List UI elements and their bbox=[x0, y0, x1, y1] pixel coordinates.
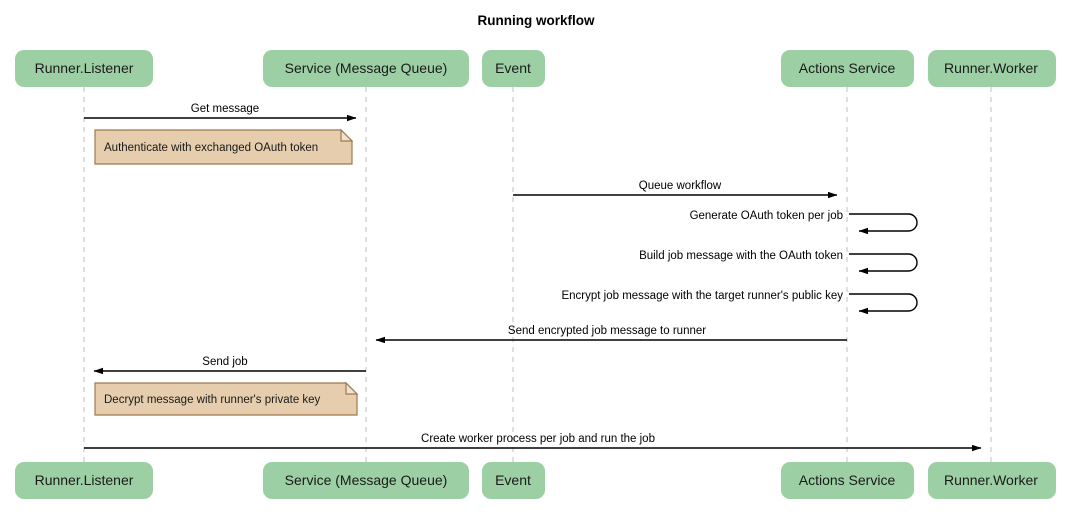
note-decrypt-message-with-runners-private-key: Decrypt message with runner's private ke… bbox=[94, 381, 359, 416]
participant-box-service-message-queue bbox=[263, 50, 469, 87]
participant-box-event bbox=[482, 50, 545, 87]
message-label-send-job: Send job bbox=[202, 356, 247, 368]
participant-box-event bbox=[482, 462, 545, 499]
message-label-send-encrypted-job-message-to-runner: Send encrypted job message to runner bbox=[508, 325, 706, 337]
participant-label-event: Event bbox=[495, 60, 531, 76]
lifelines-layer bbox=[83, 87, 992, 462]
participant-label-event: Event bbox=[495, 472, 531, 488]
message-queue-workflow: Queue workflow bbox=[513, 180, 838, 199]
note-label-decrypt-message-with-runners-private-key: Decrypt message with runner's private ke… bbox=[104, 394, 321, 406]
message-arrow-encrypt-job-message-with-the-target-runners-public-key bbox=[849, 293, 918, 315]
participant-box-runner-worker bbox=[928, 462, 1056, 499]
message-arrow-generate-oauth-token-per-job bbox=[849, 213, 918, 235]
message-send-encrypted-job-message-to-runner: Send encrypted job message to runner bbox=[375, 325, 847, 344]
participant-footer-actions-service: Actions Service bbox=[781, 462, 914, 499]
message-label-build-job-message-with-the-oauth-token: Build job message with the OAuth token bbox=[639, 250, 843, 262]
message-label-create-worker-process-per-job-and-run-the-job: Create worker process per job and run th… bbox=[421, 433, 655, 445]
participant-footer-runner-listener: Runner.Listener bbox=[15, 462, 153, 499]
participant-label-actions-service: Actions Service bbox=[799, 472, 896, 488]
participant-box-runner-listener bbox=[15, 462, 153, 499]
participant-box-actions-service bbox=[781, 50, 914, 87]
participant-footer-service-message-queue: Service (Message Queue) bbox=[263, 462, 469, 499]
message-label-encrypt-job-message-with-the-target-runners-public-key: Encrypt job message with the target runn… bbox=[561, 290, 843, 302]
note-body-authenticate-with-exchanged-oauth-token bbox=[94, 129, 353, 165]
message-get-message: Get message bbox=[84, 103, 357, 122]
participant-box-runner-worker bbox=[928, 50, 1056, 87]
participants-footer-layer: Runner.Listener Service (Message Queue) Ev… bbox=[15, 462, 1056, 499]
message-send-job: Send job bbox=[93, 356, 366, 375]
notes-layer: Authenticate with exchanged OAuth tokenD… bbox=[94, 128, 359, 416]
participant-header-service-message-queue: Service (Message Queue) bbox=[263, 50, 469, 87]
participant-header-runner-listener: Runner.Listener bbox=[15, 50, 153, 87]
participant-box-actions-service bbox=[781, 462, 914, 499]
note-label-authenticate-with-exchanged-oauth-token: Authenticate with exchanged OAuth token bbox=[104, 142, 318, 154]
message-arrow-build-job-message-with-the-oauth-token bbox=[849, 253, 918, 275]
note-body-decrypt-message-with-runners-private-key bbox=[94, 382, 358, 416]
participant-header-actions-service: Actions Service bbox=[781, 50, 914, 87]
participants-header-layer: Runner.Listener Service (Message Queue) Ev… bbox=[15, 50, 1056, 87]
participant-label-service-message-queue: Service (Message Queue) bbox=[285, 60, 448, 76]
participant-footer-event: Event bbox=[482, 462, 545, 499]
participant-label-runner-listener: Runner.Listener bbox=[35, 60, 134, 76]
participant-box-runner-listener bbox=[15, 50, 153, 87]
participant-label-service-message-queue: Service (Message Queue) bbox=[285, 472, 448, 488]
diagram-title: Running workflow bbox=[478, 13, 595, 28]
message-label-generate-oauth-token-per-job: Generate OAuth token per job bbox=[690, 210, 843, 222]
message-create-worker-process-per-job-and-run-the-job: Create worker process per job and run th… bbox=[84, 433, 982, 452]
note-fold-icon-decrypt-message-with-runners-private-key bbox=[345, 381, 359, 395]
note-fold-icon-authenticate-with-exchanged-oauth-token bbox=[340, 128, 354, 142]
participant-label-runner-worker: Runner.Worker bbox=[944, 472, 1038, 488]
message-generate-oauth-token-per-job: Generate OAuth token per job bbox=[690, 210, 918, 235]
message-label-queue-workflow: Queue workflow bbox=[639, 180, 722, 192]
note-authenticate-with-exchanged-oauth-token: Authenticate with exchanged OAuth token bbox=[94, 128, 354, 165]
participant-label-runner-worker: Runner.Worker bbox=[944, 60, 1038, 76]
participant-label-actions-service: Actions Service bbox=[799, 60, 896, 76]
participant-label-runner-listener: Runner.Listener bbox=[35, 472, 134, 488]
participant-header-runner-worker: Runner.Worker bbox=[928, 50, 1056, 87]
participant-box-service-message-queue bbox=[263, 462, 469, 499]
message-encrypt-job-message-with-the-target-runners-public-key: Encrypt job message with the target runn… bbox=[561, 290, 918, 315]
message-label-get-message: Get message bbox=[191, 103, 259, 115]
message-build-job-message-with-the-oauth-token: Build job message with the OAuth token bbox=[639, 250, 918, 275]
participant-footer-runner-worker: Runner.Worker bbox=[928, 462, 1056, 499]
participant-header-event: Event bbox=[482, 50, 545, 87]
